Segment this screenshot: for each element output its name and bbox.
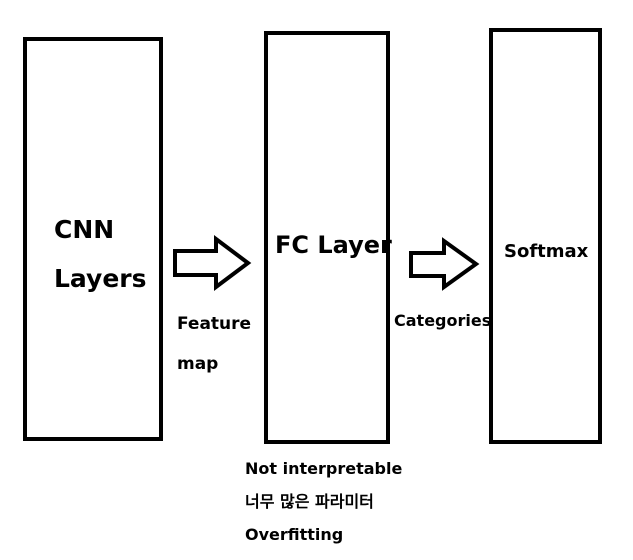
feature-label-line-2: map [177, 354, 219, 374]
note-too-many-parameters: 너무 많은 파라미터 [245, 492, 374, 511]
cnn-layers-label: CNN Layers [54, 205, 147, 303]
arrow-right-icon [173, 235, 252, 291]
categories-label: Categories [394, 311, 492, 330]
feature-map-label: Feature map [177, 304, 251, 384]
cnn-layers-box [23, 37, 163, 441]
feature-label-line-1: Feature [177, 314, 252, 334]
note-not-interpretable: Not interpretable [245, 459, 403, 478]
note-overfitting: Overfitting [245, 525, 344, 544]
arrow-right-icon [409, 237, 480, 291]
cnn-label-line-1: CNN [54, 215, 115, 244]
softmax-box [489, 28, 602, 444]
fc-notes: Not interpretable 너무 많은 파라미터 Overfitting [245, 452, 402, 551]
fc-layer-label: FC Layer [275, 231, 392, 259]
cnn-label-line-2: Layers [54, 264, 147, 293]
softmax-label: Softmax [504, 241, 589, 262]
fc-layer-box [264, 31, 390, 444]
